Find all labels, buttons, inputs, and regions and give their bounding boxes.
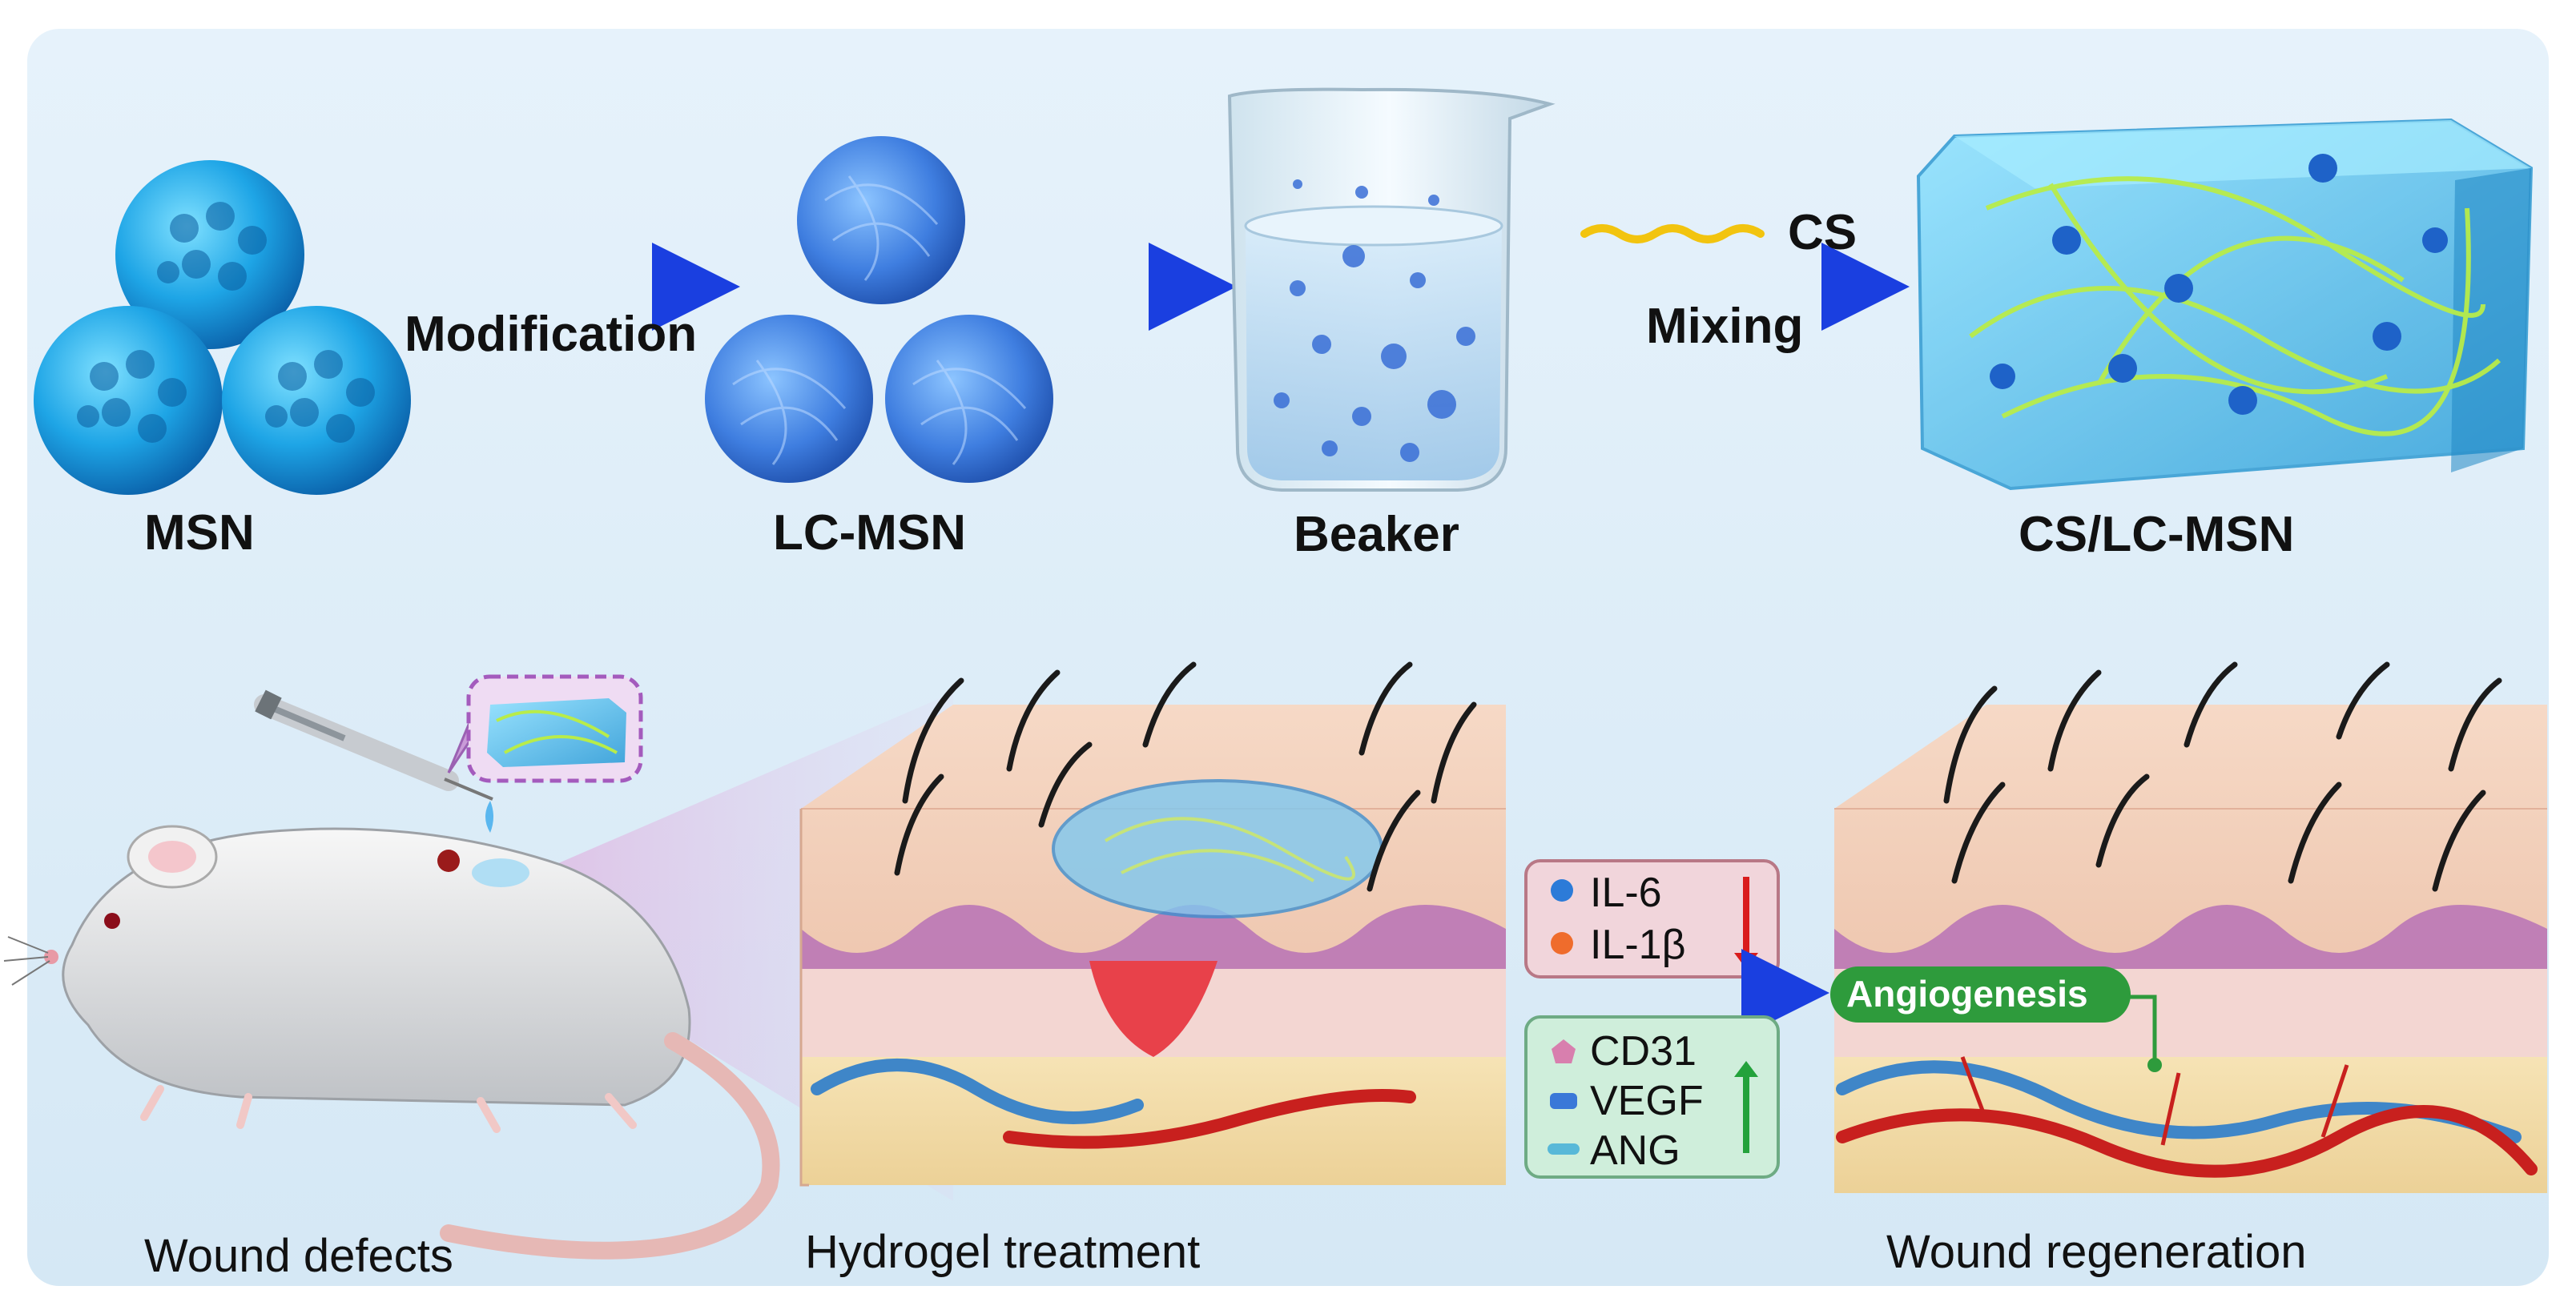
- marker-down-box: [1524, 859, 1780, 978]
- vegf-icon: [1550, 1093, 1577, 1109]
- msn-label: MSN: [144, 505, 255, 561]
- cd31-icon: [1552, 1039, 1576, 1063]
- il6-label: IL-6: [1590, 870, 1662, 916]
- lc-msn-spheres: [705, 136, 1053, 483]
- cs-strand-icon: [1580, 224, 1765, 243]
- il6-icon: [1551, 879, 1573, 902]
- wound-regeneration-label: Wound regeneration: [1886, 1226, 2307, 1278]
- il1b-icon: [1551, 932, 1573, 954]
- marker-up-box: [1524, 1015, 1780, 1179]
- cs-label: CS: [1788, 205, 1858, 260]
- beaker: [1227, 87, 1556, 492]
- ang-label: ANG: [1590, 1127, 1680, 1174]
- beaker-label: Beaker: [1294, 507, 1459, 562]
- lc-msn-label: LC-MSN: [773, 505, 967, 561]
- angiogenesis-callout: [1830, 966, 2162, 1072]
- modification-label: Modification: [405, 307, 698, 362]
- hydrogel-label: CS/LC-MSN: [2019, 507, 2295, 562]
- hydrogel-treatment-label: Hydrogel treatment: [805, 1226, 1201, 1278]
- syringe-icon: [254, 689, 493, 833]
- cd31-label: CD31: [1590, 1028, 1697, 1075]
- skin-block-treatment: [799, 661, 1506, 1187]
- rat: [3, 825, 780, 1260]
- msn-spheres: [34, 160, 411, 495]
- ang-icon: [1548, 1143, 1580, 1155]
- il1b-label: IL-1β: [1590, 922, 1686, 968]
- skin-block-regeneration: [1834, 661, 2547, 1193]
- hydrogel-block: [1916, 118, 2534, 491]
- vegf-label: VEGF: [1590, 1078, 1704, 1124]
- wound-defects-label: Wound defects: [144, 1230, 453, 1282]
- angiogenesis-label: Angiogenesis: [1846, 973, 2088, 1015]
- mixing-label: Mixing: [1646, 299, 1804, 354]
- hydrogel-callout: [447, 674, 643, 783]
